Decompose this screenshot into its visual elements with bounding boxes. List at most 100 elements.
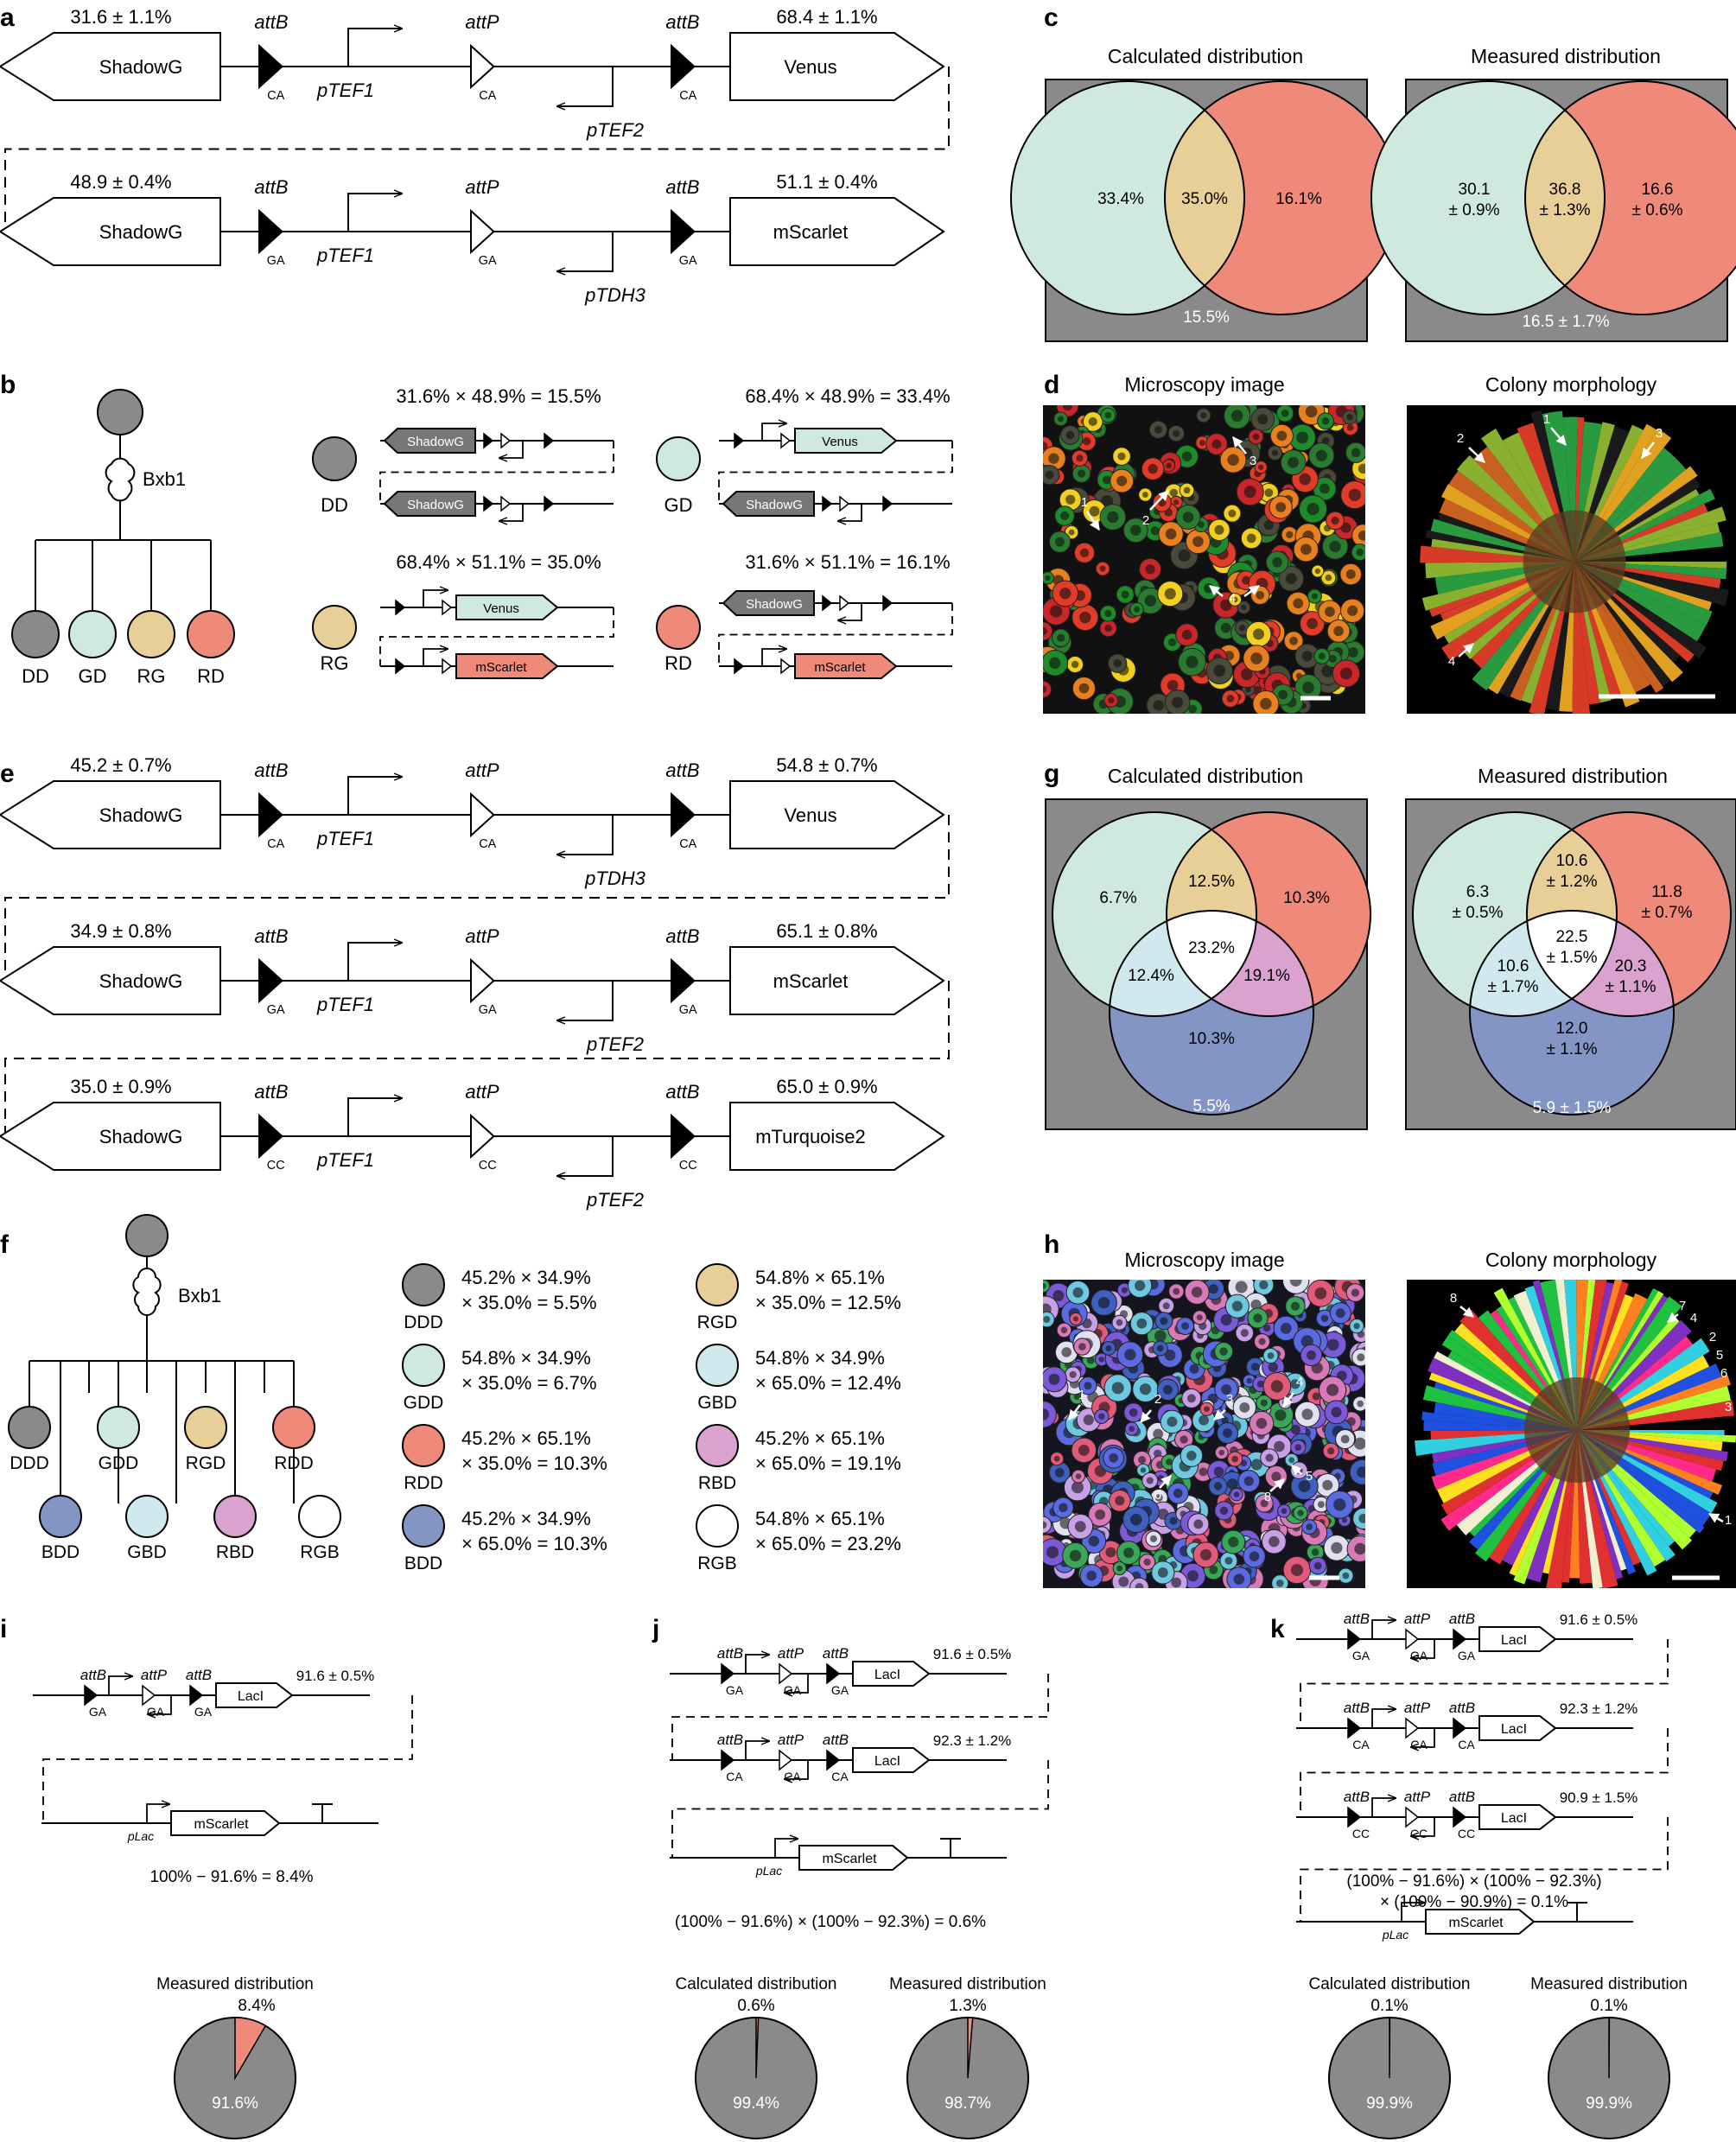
c-meas-outside: 16.5 ± 1.7% [1522,313,1609,331]
attb-site [189,1684,204,1707]
fp-mini-box [794,653,898,679]
g-meas-blue-2: ± 1.1% [1546,1040,1597,1058]
mscarlet-reporter-box [798,1845,909,1871]
attb-site [671,957,696,1004]
list-equation-line1: 45.2% × 34.9% [461,1508,591,1529]
mscarlet-reporter-label: mScarlet [822,1852,877,1866]
g-meas-red-2: ± 0.7% [1641,904,1692,922]
dd-equation: 31.6% × 48.9% = 15.5% [396,385,601,407]
k-calculated-pie-small-label: 0.1% [1370,1997,1408,2015]
g-meas-outside: 5.9 ± 1.5% [1533,1099,1612,1117]
tree-cell-rgb-label: RGB [300,1542,340,1562]
tree-cell-rdd-label: RDD [274,1453,314,1473]
c-calc-outside: 15.5% [1183,308,1230,327]
attp-site [1405,1628,1420,1650]
cell-gd-icon [68,610,117,658]
attb-label: attB [254,176,288,198]
laci-gene-box [1478,1715,1557,1741]
k-calculated-pie-large-label: 99.9% [1366,2094,1413,2113]
attp-site [470,208,495,255]
h-colony-marker-8: 8 [1450,1291,1457,1306]
h-colony-marker-5: 5 [1716,1348,1723,1363]
attp-site [470,791,495,838]
c-meas-overlap-2: ± 1.3% [1539,201,1590,219]
ptef1-label: pTEF1 [316,828,374,849]
attp-label: attP [465,1081,499,1103]
panel-i-letter: i [0,1615,7,1643]
attp-site-variant: CA [479,89,496,103]
root-cell-icon [97,389,143,435]
panel-b-letter: b [0,371,16,399]
h-colony-title: Colony morphology [1485,1249,1657,1271]
d-micro-marker-3: 3 [1250,454,1256,468]
list-equation-line1: 45.2% × 65.1% [755,1427,885,1449]
tree-cell-bdd-label: BDD [41,1542,79,1562]
laci-label: LacI [1501,1722,1527,1737]
laci-label: LacI [874,1754,900,1769]
attb-site-variant: GA [679,254,697,268]
list-equation-line2: × 65.0% = 10.3% [461,1533,607,1554]
attb-site [1453,1806,1467,1828]
attb-site [1347,1717,1362,1739]
panel-h-letter: h [1044,1230,1059,1259]
g-calc-dist-title: Calculated distribution [1108,765,1303,787]
attp-site [1405,1806,1420,1828]
attb-site [721,1662,735,1685]
attb-site [671,1113,696,1160]
left-percentage: 48.9 ± 0.4% [70,171,171,193]
laci-percentage: 92.3 ± 1.2% [1560,1700,1638,1717]
list-cell-label: RDD [404,1473,443,1493]
attb-label: attB [823,1732,849,1748]
site-variant: GA [1458,1649,1476,1662]
attp-label: attP [778,1645,804,1662]
list-equation-line1: 54.8% × 34.9% [461,1347,591,1369]
attp-label: attP [465,760,499,781]
g-meas-dist-title: Measured distribution [1478,765,1668,787]
attb-label: attB [254,1081,288,1103]
laci-percentage: 90.9 ± 1.5% [1560,1789,1638,1806]
tree-cell-rbd-label: RBD [216,1542,254,1562]
fp-gene-label: mScarlet [773,970,849,992]
site-variant: GA [194,1705,213,1719]
d-colony-marker-4: 4 [1448,654,1455,669]
g-meas-blue-1: 12.0 [1556,1020,1588,1038]
c-calc-green: 33.4% [1097,190,1144,208]
genotype-dd-label: DD [321,494,348,516]
h-micro-marker-1: 1 [1078,1388,1085,1402]
tree-cell-rdd-icon [272,1406,315,1449]
h-colony-marker-2: 2 [1709,1330,1716,1344]
c-meas-green-1: 30.1 [1459,181,1491,199]
g-meas-green-2: ± 0.5% [1452,904,1503,922]
left-percentage: 34.9 ± 0.8% [70,920,171,942]
list-cell-ddd-icon [402,1263,445,1306]
list-cell-bdd-icon [402,1504,445,1548]
j-calculated-pie-slice [755,2017,760,2079]
h-micro-marker-3: 3 [1226,1392,1233,1407]
attb-label: attB [1344,1700,1370,1716]
list-equation-line1: 45.2% × 65.1% [461,1427,591,1449]
g-meas-center-1: 22.5 [1556,928,1588,946]
attb-site [258,1113,283,1160]
j-measured-pie-large-label: 98.7% [944,2094,991,2113]
attp-label: attP [1404,1789,1431,1805]
panel-f-letter: f [0,1230,10,1259]
panels-i-j-k: 100% − 91.6% = 8.4% (100% − 91.6%) × (10… [149,1868,1688,2139]
g-meas-rb-1: 20.3 [1615,957,1647,976]
right-percentage: 65.1 ± 0.8% [776,920,877,942]
g-meas-gb-1: 10.6 [1498,957,1529,976]
d-micro-title: Microscopy image [1124,373,1284,396]
gd-equation: 68.4% × 48.9% = 33.4% [745,385,950,407]
fp-mini-box [455,594,559,620]
terminator-icon [1567,1902,1587,1922]
attp-site-variant: GA [479,254,497,268]
shadowg-gene-box [0,32,221,101]
attp-label: attP [465,925,499,947]
site-variant: CA [1410,1738,1428,1751]
laci-percentage: 91.6 ± 0.5% [933,1646,1012,1662]
d-colony-marker-2: 2 [1457,431,1464,446]
list-cell-rdd-icon [402,1424,445,1467]
attp-site [470,43,495,90]
shadowg-label: ShadowG [99,221,183,243]
